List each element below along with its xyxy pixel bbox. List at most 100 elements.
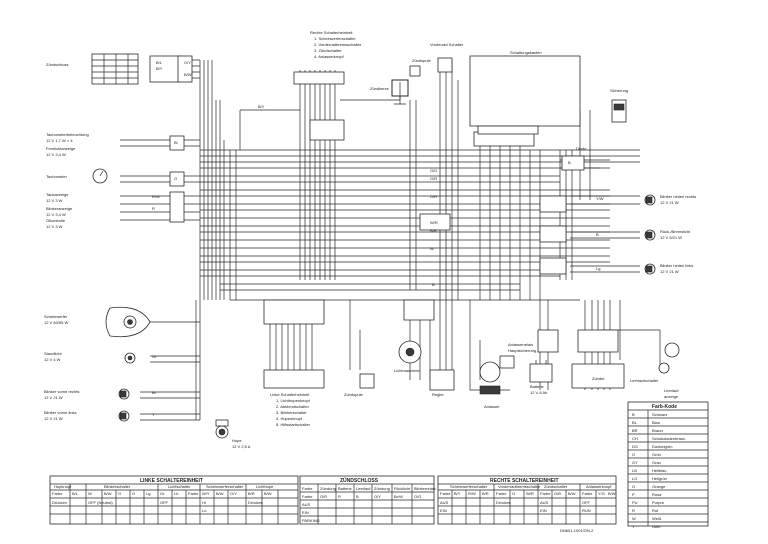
svg-text:B/W: B/W bbox=[264, 491, 272, 496]
svg-text:Grau: Grau bbox=[652, 460, 661, 465]
svg-text:B/Y: B/Y bbox=[454, 491, 461, 496]
indicator-bulb: 12 V 3,4 W bbox=[46, 152, 66, 157]
svg-text:Y: Y bbox=[632, 524, 635, 529]
battery-label: Batterie bbox=[530, 384, 545, 389]
svg-text:G: G bbox=[118, 491, 121, 496]
svg-text:W: W bbox=[632, 516, 636, 521]
turn-ind-bulb: 12 V 3,4 W bbox=[46, 212, 66, 217]
svg-text:B/W: B/W bbox=[216, 491, 224, 496]
tail-bulb: 12 V 5/21 W bbox=[660, 235, 682, 240]
svg-text:Hupknopf: Hupknopf bbox=[54, 484, 72, 489]
tacho-light-bulb: 12 V 1,7 W × 4 bbox=[46, 138, 73, 143]
svg-text:LB: LB bbox=[632, 468, 637, 473]
svg-text:Lo: Lo bbox=[202, 508, 207, 513]
svg-text:B/W: B/W bbox=[104, 491, 112, 496]
ignition-switch: Zündschloss bbox=[46, 53, 139, 85]
svg-text:O/B: O/B bbox=[554, 491, 561, 496]
svg-text:Farbe: Farbe bbox=[440, 491, 451, 496]
svg-text:R: R bbox=[338, 494, 341, 499]
svg-text:O/Y: O/Y bbox=[230, 491, 237, 496]
svg-text:BL: BL bbox=[632, 420, 638, 425]
svg-text:EIN: EIN bbox=[302, 510, 309, 515]
svg-text:B/R: B/R bbox=[430, 228, 437, 233]
starter-label: Anlasser bbox=[484, 404, 500, 409]
svg-text:R/W: R/W bbox=[152, 194, 160, 199]
svg-text:O: O bbox=[512, 491, 515, 496]
svg-text:W/R: W/R bbox=[430, 220, 438, 225]
svg-text:Weiß: Weiß bbox=[652, 516, 662, 521]
svg-text:B/W: B/W bbox=[608, 491, 616, 496]
fuse-box: Sicherung bbox=[610, 88, 628, 123]
high-beam-bulb: 12 V 3 W bbox=[46, 198, 63, 203]
svg-text:Purpur: Purpur bbox=[652, 500, 665, 505]
svg-text:Zündschalter: Zündschalter bbox=[544, 484, 568, 489]
fuel-pump-sub: anzeige bbox=[664, 394, 679, 399]
svg-text:BR: BR bbox=[632, 428, 638, 433]
generator: Lichtmaschine bbox=[394, 340, 422, 373]
svg-text:B: B bbox=[596, 232, 599, 237]
regulator-label: Regler bbox=[432, 392, 444, 397]
svg-text:B/Y: B/Y bbox=[156, 66, 163, 71]
ignition-label: Zündschloss bbox=[46, 62, 68, 67]
svg-text:Rot: Rot bbox=[652, 508, 659, 513]
frt-brake-label: Vorderrad Schalter bbox=[430, 42, 464, 47]
svg-text:B: B bbox=[432, 282, 435, 287]
svg-text:CH: CH bbox=[632, 436, 638, 441]
svg-text:Y/W: Y/W bbox=[596, 196, 604, 201]
svg-text:R: R bbox=[632, 508, 635, 513]
svg-text:Br: Br bbox=[152, 390, 157, 395]
svg-text:5. Hilfsstartschalter: 5. Hilfsstartschalter bbox=[276, 422, 311, 427]
svg-text:W: W bbox=[430, 246, 434, 251]
svg-text:Drücken: Drücken bbox=[496, 500, 511, 505]
svg-text:Gr: Gr bbox=[160, 491, 165, 496]
svg-text:B/R: B/R bbox=[248, 491, 255, 496]
svg-text:GY: GY bbox=[632, 460, 638, 465]
svg-text:1. Lichthupenknopf: 1. Lichthupenknopf bbox=[276, 398, 311, 403]
turn-fr-label: Blinker vorne rechts bbox=[44, 389, 79, 394]
svg-text:Dunkelgrün: Dunkelgrün bbox=[652, 444, 672, 449]
fuel-level: Leerlauf anzeige bbox=[664, 342, 680, 399]
spark-label: Zündkerze bbox=[370, 86, 390, 91]
svg-text:R: R bbox=[152, 206, 155, 211]
horn-label: Hupe bbox=[232, 438, 242, 443]
svg-text:Schokoladenbraun: Schokoladenbraun bbox=[652, 436, 685, 441]
svg-text:OFF: OFF bbox=[160, 500, 169, 505]
svg-text:O/G: O/G bbox=[430, 168, 437, 173]
fuse-label: Sicherung bbox=[610, 88, 628, 93]
svg-text:Batterie: Batterie bbox=[338, 486, 353, 491]
svg-text:Farbe: Farbe bbox=[52, 491, 63, 496]
svg-text:Scheinwerferschalter: Scheinwerferschalter bbox=[450, 484, 488, 489]
svg-text:AUS: AUS bbox=[440, 500, 449, 505]
svg-text:B/L: B/L bbox=[156, 60, 163, 65]
brake-switch-top: Vorderrad Schalter bbox=[430, 42, 464, 73]
svg-text:Y: Y bbox=[152, 412, 155, 417]
battery: Batterie 12 V 8 Ah bbox=[529, 360, 553, 395]
right-switch-table: RECHTE SCHALTEREINHEIT Scheinwerferschal… bbox=[437, 475, 617, 525]
indicator-label: Fernlichtanzeige bbox=[46, 146, 76, 151]
svg-text:AUS: AUS bbox=[540, 500, 549, 505]
svg-text:G: G bbox=[632, 452, 635, 457]
svg-text:OFF: OFF bbox=[582, 500, 591, 505]
svg-text:Vorderradbremsschalter: Vorderradbremsschalter bbox=[498, 484, 541, 489]
rear-r-label: Blinker hinten rechts bbox=[660, 194, 696, 199]
svg-text:Rücklicht: Rücklicht bbox=[394, 486, 411, 491]
svg-text:Lg: Lg bbox=[146, 491, 150, 496]
svg-text:LG: LG bbox=[632, 476, 637, 481]
horn: Hupe 12 V 2,5 A bbox=[215, 419, 251, 449]
svg-text:B: B bbox=[356, 494, 359, 499]
svg-text:2. Abblendschalter: 2. Abblendschalter bbox=[276, 404, 310, 409]
tacho-label: Tachometer bbox=[46, 174, 68, 179]
svg-text:O: O bbox=[632, 484, 635, 489]
svg-text:Gelb: Gelb bbox=[652, 524, 661, 529]
battery-spec: 12 V 8 Ah bbox=[530, 390, 547, 395]
svg-text:Bl: Bl bbox=[174, 140, 178, 145]
position-bulb: 12 V 4 W bbox=[44, 357, 61, 362]
svg-text:RUN: RUN bbox=[582, 508, 591, 513]
neutral-sw-label: Leerlaufschalter bbox=[630, 378, 659, 383]
generator-label: Lichtmaschine bbox=[394, 368, 420, 373]
front-turn-left: Blinker vorne links 12 V 21 W bbox=[44, 410, 130, 422]
left-switch-legend: Linke Schalterheinheit 1. Lichthupenknop… bbox=[270, 392, 311, 427]
starter-relay-sub: Hauptsicherung bbox=[508, 348, 536, 353]
starter-motor: Anlasser bbox=[479, 361, 501, 409]
